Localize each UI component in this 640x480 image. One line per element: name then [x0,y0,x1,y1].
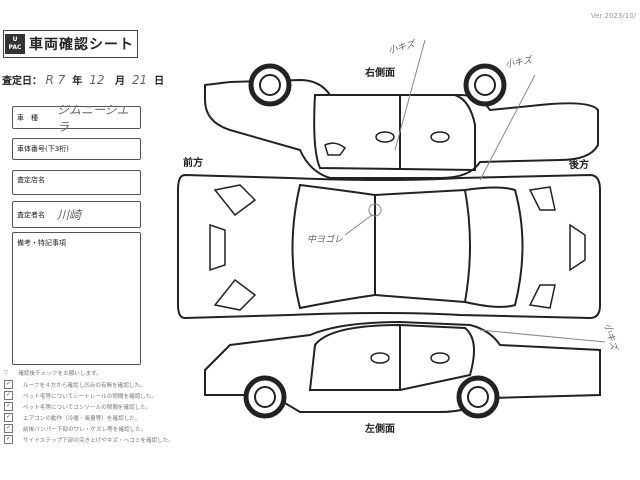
checkbox[interactable]: ✓ [4,413,13,422]
field-inspector-name[interactable]: 査定者名 川崎 [12,201,141,228]
version-label: Ver 2023/10/ [590,12,636,20]
label-left-side: 左側面 [365,424,395,435]
checkbox[interactable]: ✓ [4,402,13,411]
label-front: 前方 [183,158,203,169]
field-label: 査定店名 [17,176,45,184]
date-label: 査定日： [2,76,42,87]
field-label: 査定者名 [17,210,45,219]
checklist-item: ✓ ペット毛等についてコンソールの隙間を確認した。 [4,402,152,411]
right-side-car [204,63,599,179]
page-title: 車両確認シート [29,37,134,53]
checklist-item: ✓ ルーフを４方から確認し凹みの有無を確認した。 [4,380,146,389]
checklist-item-text: サイドステップ下部の突き上げやキズ・ヘコミを確認した。 [23,437,175,444]
checklist-item: ✓ ペット毛等についてシートレールの隙間を確認した。 [4,391,157,400]
checklist-item-text: 前後バンパー下部のワレ・ケズレ等を確認した。 [23,426,147,433]
field-label: 車体番号(下3桁) [17,145,69,153]
field-label: 備考・特記事項 [17,239,66,247]
annotation-lines [344,39,606,343]
year-unit: 年 [72,76,83,87]
checklist-item: ✓ サイドステップ下部の突き上げやキズ・ヘコミを確認した。 [4,435,174,444]
field-car-model[interactable]: 車 種 ジムニーシエラ [12,103,141,134]
field-value: ジムニーシエラ [57,102,129,134]
month-unit: 月 [114,76,125,87]
field-remarks[interactable]: 備考・特記事項 [12,232,141,365]
checkbox[interactable]: ✓ [4,391,13,400]
checklist-item: ✓ エアコンの動作（冷暖・風量等）を確認した。 [4,413,140,422]
field-shop-name[interactable]: 査定店名 [12,170,141,195]
checkbox[interactable]: ✓ [4,380,13,389]
checklist-intro-text: 確認後チェックをお願いします。 [18,371,102,377]
left-side-car [204,320,601,419]
label-rear: 後方 [569,160,589,171]
label-right-side: 右側面 [365,68,395,79]
field-chassis-number[interactable]: 車体番号(下3桁) [12,138,141,160]
date-month: 12 [89,73,105,87]
day-unit: 日 [154,76,165,87]
checklist-intro: ▽確認後チェックをお願いします。 [4,370,102,377]
field-value: 川崎 [57,208,82,222]
damage-note: 中ヨゴレ [307,235,344,245]
inspection-date: 査定日： R 7 年 12 月 21 日 [2,72,164,87]
date-era: R 7 [45,73,66,87]
checklist-item: ✓ 前後バンパー下部のワレ・ケズレ等を確認した。 [4,424,146,433]
checklist-item-text: ペット毛等についてコンソールの隙間を確認した。 [23,404,152,411]
checklist-item-text: ペット毛等についてシートレールの隙間を確認した。 [23,393,158,400]
top-view-car [177,173,601,320]
field-label: 車 種 [17,113,38,122]
checklist-item-text: エアコンの動作（冷暖・風量等）を確認した。 [23,415,141,422]
checkbox[interactable]: ✓ [4,424,13,433]
checkbox[interactable]: ✓ [4,435,13,444]
checklist-item-text: ルーフを４方から確認し凹みの有無を確認した。 [23,382,146,389]
date-day: 21 [131,73,148,87]
